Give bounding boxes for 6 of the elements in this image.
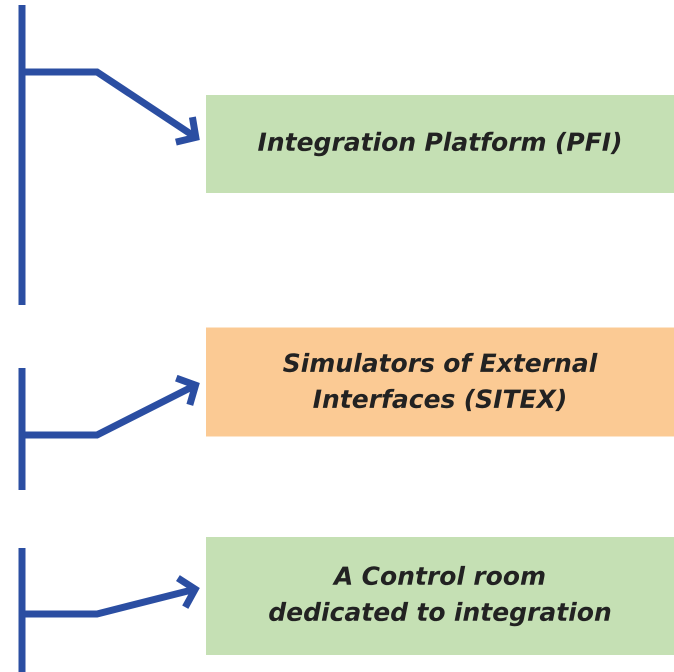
text-box: A Control room dedicated to integration: [206, 537, 674, 655]
bar: [18, 5, 26, 305]
text-box: Integration Platform (PFI): [206, 95, 674, 193]
text-box: Simulators of External Interfaces (SITEX): [206, 328, 674, 436]
bar: [18, 368, 26, 490]
bar: [18, 548, 26, 672]
